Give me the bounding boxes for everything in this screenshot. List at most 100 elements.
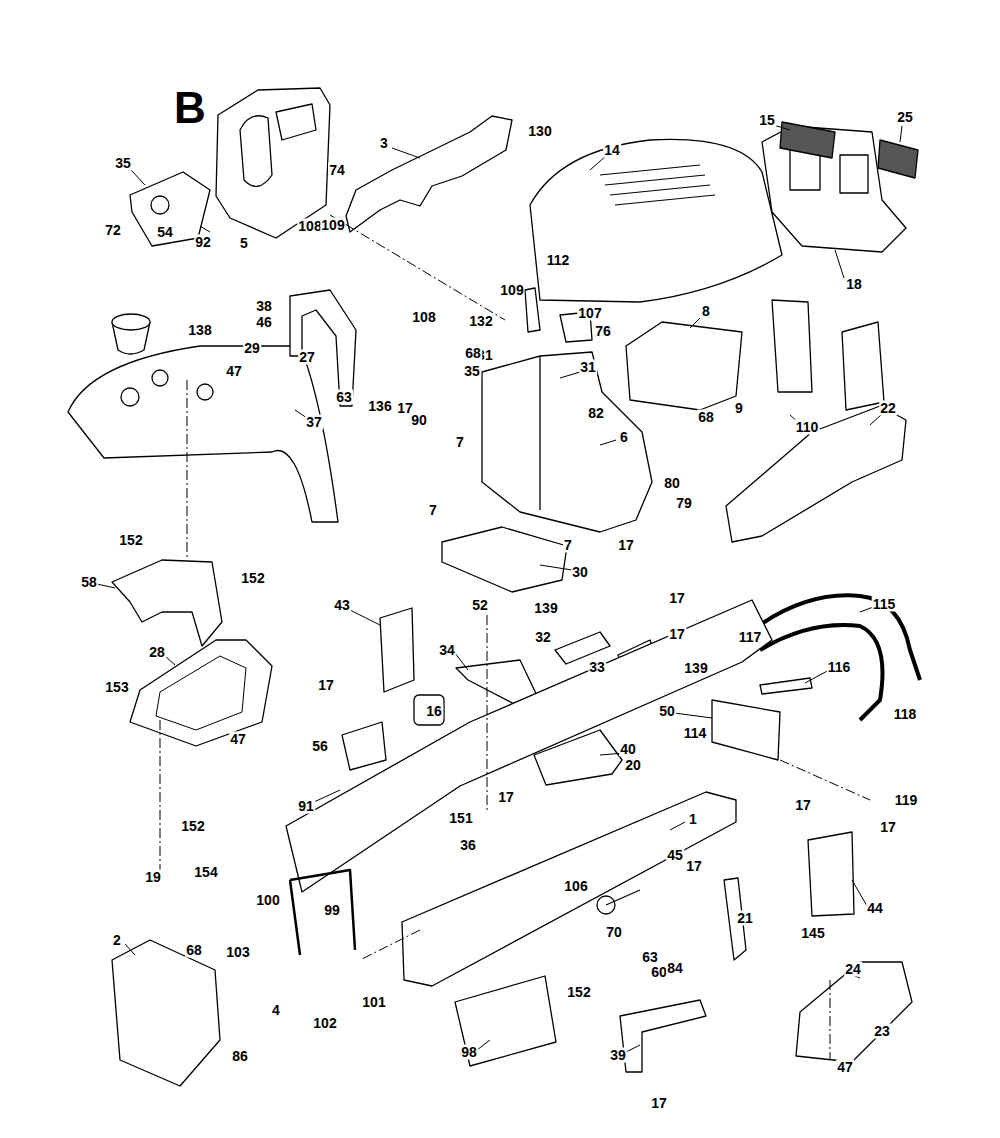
callout-number: 7 [428, 503, 438, 518]
callout-number: 91 [297, 799, 315, 814]
callout-number: 17 [497, 790, 515, 805]
callout-number: 17 [879, 820, 897, 835]
callout-number: 30 [571, 565, 589, 580]
callout-number: 18 [845, 277, 863, 292]
callout-number: 107 [577, 306, 602, 321]
callout-number: 43 [333, 598, 351, 613]
callout-number: 101 [361, 995, 386, 1010]
callout-number: 56 [311, 739, 329, 754]
callout-number: 115 [872, 597, 897, 612]
callout-number: 118 [893, 707, 918, 722]
callout-number: 29 [243, 341, 261, 356]
callout-number: 68 [464, 346, 482, 361]
callout-number: 114 [683, 726, 708, 741]
callout-number: 47 [836, 1060, 854, 1075]
callout-number: 139 [533, 601, 558, 616]
callout-number: 50 [658, 704, 676, 719]
callout-number: 153 [104, 680, 129, 695]
callout-number: 152 [180, 819, 205, 834]
callout-number: 40 [619, 742, 637, 757]
callout-number: 17 [317, 678, 335, 693]
callout-number: 22 [879, 401, 897, 416]
callout-number: 138 [187, 323, 212, 338]
callout-number: 9 [734, 401, 744, 416]
callout-number: 145 [800, 926, 825, 941]
callout-number: 47 [229, 732, 247, 747]
callout-number: 116 [827, 660, 852, 675]
callout-number: 38 [255, 299, 273, 314]
callout-number: 17 [650, 1096, 668, 1111]
callout-number: 31 [579, 360, 597, 375]
callout-number: 46 [255, 315, 273, 330]
callout-number: 3 [379, 136, 389, 151]
callout-number: 4 [271, 1003, 281, 1018]
callout-number: 109 [499, 283, 524, 298]
callout-number: 7 [455, 435, 465, 450]
callout-number: 7 [563, 538, 573, 553]
callout-number: 74 [328, 163, 346, 178]
callout-number: 130 [527, 124, 552, 139]
callout-number: 28 [148, 645, 166, 660]
callout-number: 139 [683, 661, 708, 676]
callout-number: 58 [80, 575, 98, 590]
callout-number: 37 [305, 415, 323, 430]
callout-number: 6 [619, 430, 629, 445]
callout-number: 84 [666, 961, 684, 976]
callout-number: 136 [367, 399, 392, 414]
callout-number: 106 [563, 879, 588, 894]
callout-number: 92 [194, 235, 212, 250]
callout-number: 35 [463, 364, 481, 379]
callout-number: 117 [738, 630, 763, 645]
callout-number: 152 [118, 533, 143, 548]
callout-number: 21 [736, 911, 754, 926]
callout-number: 44 [866, 901, 884, 916]
callout-number: 45 [666, 848, 684, 863]
callout-number: 152 [566, 985, 591, 1000]
callout-number: 154 [193, 865, 218, 880]
callout-number: 2 [112, 933, 122, 948]
callout-number: 19 [144, 870, 162, 885]
callout-number: 110 [795, 420, 820, 435]
callout-number: 108 [411, 310, 436, 325]
callout-number: 54 [156, 225, 174, 240]
callout-number: 100 [255, 893, 280, 908]
callout-number: 68 [697, 410, 715, 425]
callout-number: 152 [240, 571, 265, 586]
callout-number: 76 [594, 324, 612, 339]
callout-number: 63 [641, 950, 659, 965]
callout-number: 68 [185, 943, 203, 958]
callout-number: 32 [534, 630, 552, 645]
callout-number: 132 [468, 314, 493, 329]
callout-number: 23 [873, 1024, 891, 1039]
callout-number: 80 [663, 476, 681, 491]
callout-number: 17 [794, 798, 812, 813]
callout-number: 103 [225, 945, 250, 960]
callout-number: 82 [587, 406, 605, 421]
callout-number: 15 [758, 113, 776, 128]
callout-number: 35 [114, 156, 132, 171]
callout-number: 98 [460, 1045, 478, 1060]
callout-number: 34 [438, 643, 456, 658]
callout-number: 27 [298, 350, 316, 365]
callout-number: 72 [104, 223, 122, 238]
callout-number: 17 [668, 627, 686, 642]
callout-number: 25 [896, 110, 914, 125]
callout-number: 108 [297, 219, 322, 234]
callout-number: 47 [225, 364, 243, 379]
callout-number: 24 [844, 962, 862, 977]
callout-number: 17 [617, 538, 635, 553]
callout-number: 70 [605, 925, 623, 940]
callout-number: 102 [312, 1016, 337, 1031]
callout-number: 5 [239, 236, 249, 251]
callout-number: 60 [650, 965, 668, 980]
callout-number: 52 [471, 598, 489, 613]
callout-number: 112 [546, 253, 571, 268]
callout-number: 17 [668, 591, 686, 606]
callout-number: 20 [624, 758, 642, 773]
callout-number: 1 [688, 812, 698, 827]
section-letter: B [174, 85, 206, 131]
callout-number: 90 [410, 413, 428, 428]
callout-number: 33 [588, 660, 606, 675]
callout-number: 86 [231, 1049, 249, 1064]
callout-number: 39 [609, 1048, 627, 1063]
